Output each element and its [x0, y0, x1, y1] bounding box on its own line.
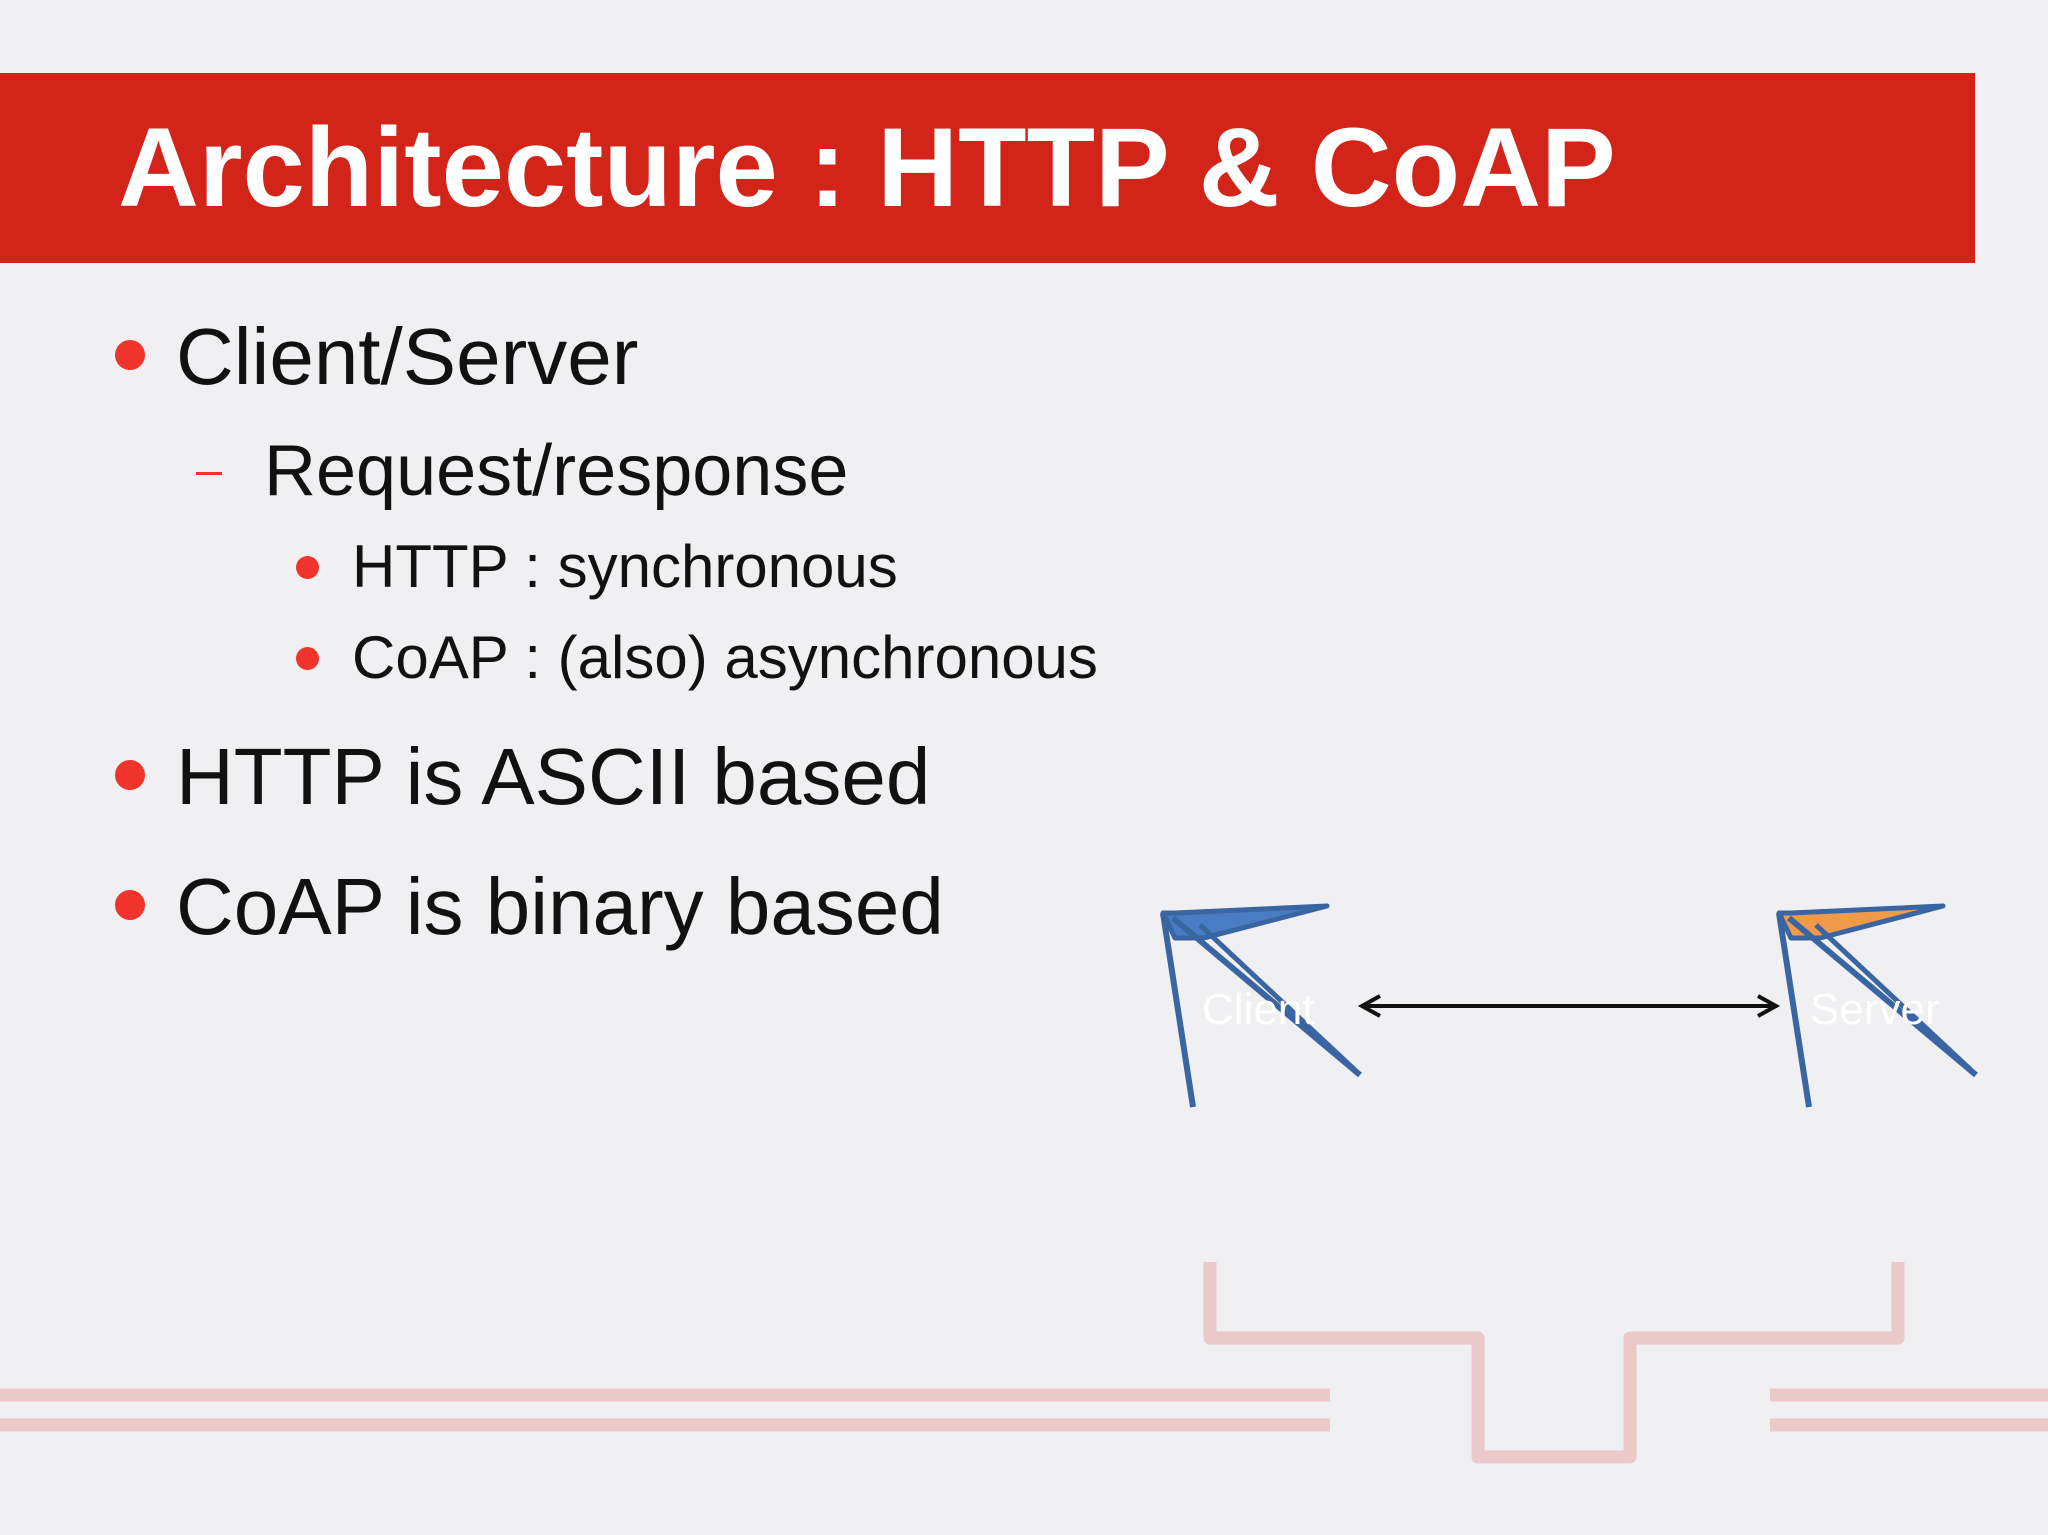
bullet-coap-asynchronous: CoAP : (also) asynchronous	[352, 624, 1098, 691]
bullet-coap-binary: CoAP is binary based	[176, 862, 944, 951]
bullet-request-response: Request/response	[264, 431, 849, 511]
bullet-dot-icon	[296, 556, 319, 579]
slide-title: Architecture : HTTP & CoAP	[118, 105, 1616, 230]
bullet-client-server: Client/Server	[176, 312, 639, 401]
server-label: Server	[1810, 985, 1940, 1034]
bullet-dot-icon	[296, 647, 319, 670]
decorative-lines	[0, 1262, 2048, 1464]
bullet-dash-icon	[196, 472, 222, 475]
double-arrow-icon	[1357, 994, 1781, 1018]
server-node-icon	[1776, 903, 1978, 1108]
bullet-dot-icon	[115, 340, 145, 370]
client-label: Client	[1202, 985, 1315, 1034]
title-bar: Architecture : HTTP & CoAP	[0, 73, 1975, 263]
bullet-dot-icon	[115, 890, 145, 920]
client-node-icon	[1160, 903, 1362, 1108]
bullet-dot-icon	[115, 760, 145, 790]
bullet-http-ascii: HTTP is ASCII based	[176, 732, 931, 821]
bullet-http-synchronous: HTTP : synchronous	[352, 533, 898, 600]
